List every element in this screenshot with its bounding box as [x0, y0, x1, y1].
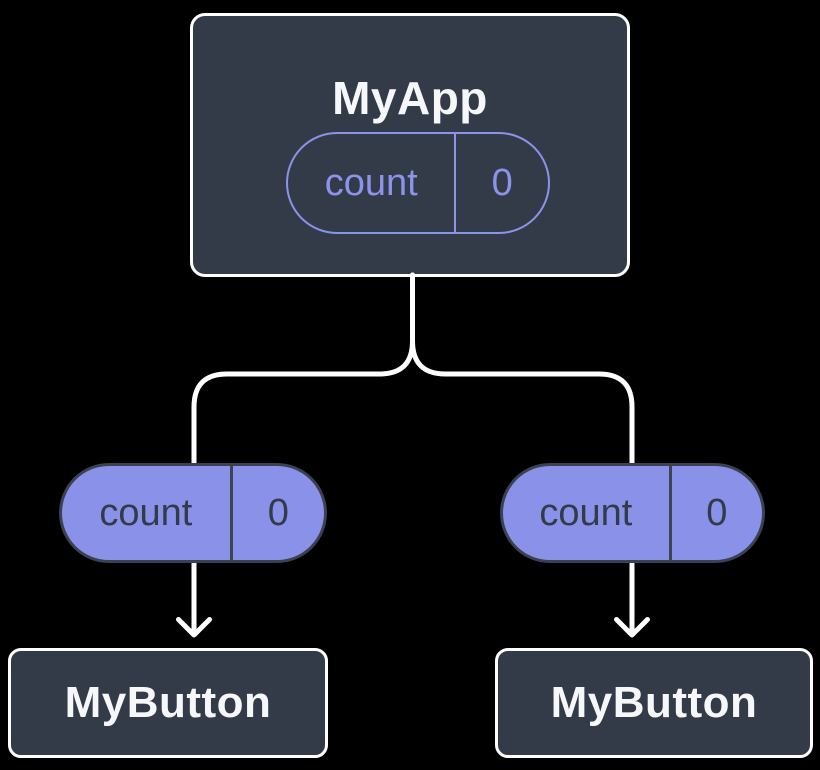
state-value-label: 0 — [491, 162, 513, 204]
leaf-component-title: MyButton — [550, 678, 758, 727]
prop-pill-left: count 0 — [59, 463, 327, 563]
prop-name-label: count — [539, 492, 633, 534]
prop-value-label: 0 — [706, 492, 728, 534]
root-component-title: MyApp — [332, 72, 488, 124]
fork-branch-left — [191, 272, 415, 473]
arrow-left-head — [176, 617, 212, 638]
prop-pill-right: count 0 — [500, 463, 765, 563]
root-state-pill: count 0 — [286, 132, 550, 234]
arrow-right-head — [614, 617, 650, 638]
pill-divider — [668, 466, 672, 560]
prop-name-label: count — [99, 492, 193, 534]
pill-divider — [454, 134, 457, 232]
state-name-label: count — [324, 162, 418, 204]
prop-value-label: 0 — [267, 492, 289, 534]
leaf-component-node-right: MyButton — [495, 648, 813, 758]
root-component-node: MyApp count 0 — [190, 13, 630, 277]
leaf-component-node-left: MyButton — [8, 648, 328, 758]
pill-divider — [229, 466, 233, 560]
leaf-component-title: MyButton — [64, 678, 272, 727]
fork-branch-right — [410, 272, 635, 473]
